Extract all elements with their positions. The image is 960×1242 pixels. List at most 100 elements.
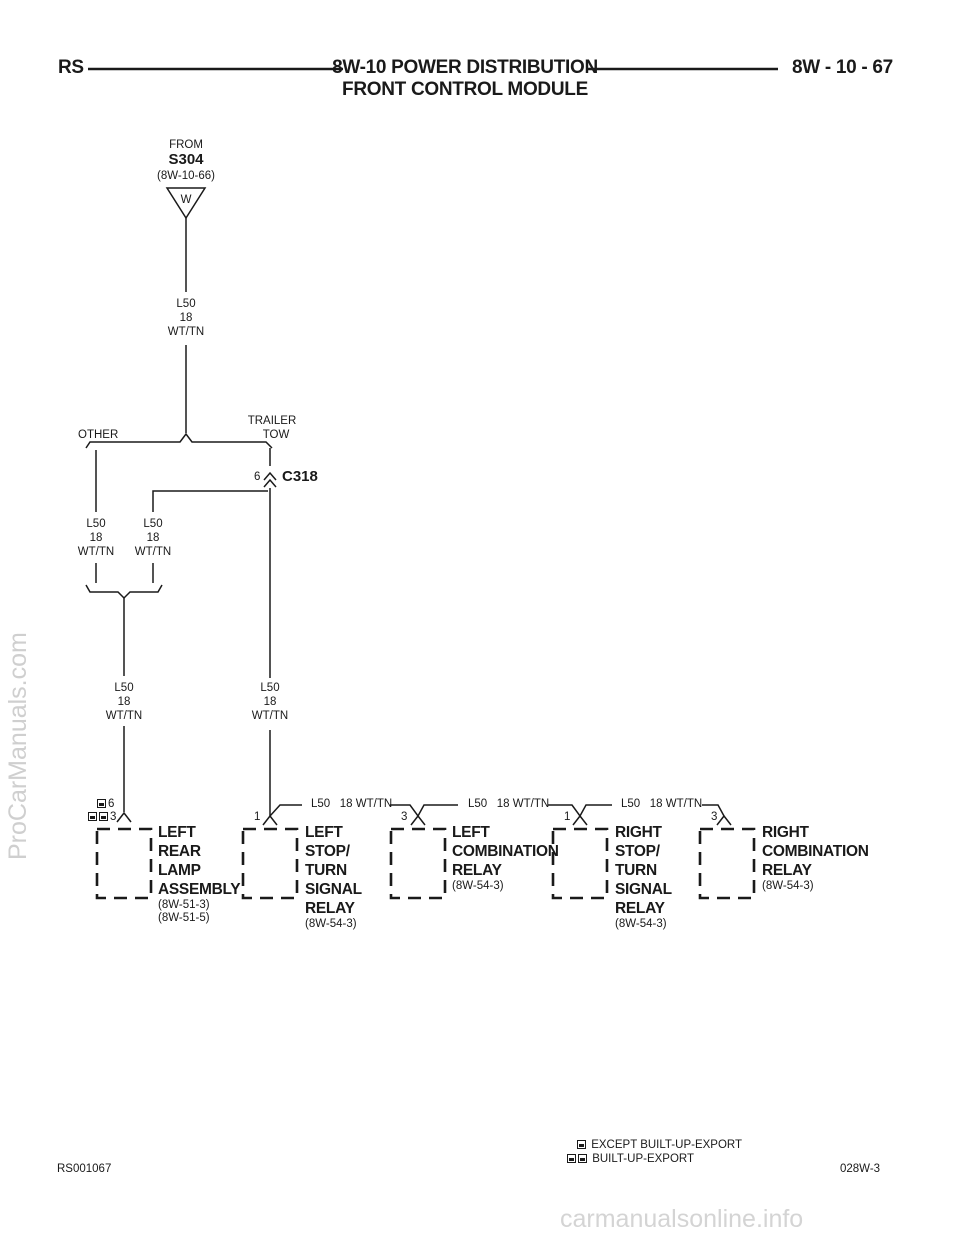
export-marker-icon: [567, 1154, 576, 1164]
component-box-rst: [551, 827, 609, 900]
export-marker-icon: [97, 799, 106, 809]
connector-c318-bottom: [263, 478, 277, 488]
wire-h3-right: [702, 804, 725, 817]
component-name-line: SIGNAL: [615, 881, 672, 898]
wire-label-left-a: L50 18 WT/TN: [66, 517, 126, 559]
wire-circuit: L50: [86, 518, 106, 530]
export-marker-icon: [577, 1140, 586, 1150]
wire-circuit: L50: [114, 682, 134, 694]
component-box-lst: [241, 827, 299, 900]
legend-text: EXCEPT BUILT-UP-EXPORT: [591, 1139, 743, 1151]
wire-gauge: 18: [146, 532, 160, 544]
component-name-line: STOP/: [615, 843, 660, 860]
component-ref: (8W-54-3): [615, 918, 667, 930]
component-name-line: TURN: [305, 862, 347, 879]
splice-triangle: [165, 187, 207, 220]
merge-bar: [85, 584, 163, 600]
component-ref: (8W-54-3): [452, 880, 504, 892]
component-box-rcr: [698, 827, 756, 900]
footer-left-code: RS001067: [57, 1163, 112, 1175]
terminal-rst: [572, 814, 588, 826]
splice-terminal: W: [180, 194, 192, 206]
wire-color: WT/TN: [251, 710, 289, 722]
component-box-lrl: [95, 827, 153, 900]
pin-lst: 1: [254, 811, 261, 823]
wire-label-h1: L50 18 WT/TN: [311, 797, 392, 811]
branch-trailer-label: TRAILER: [247, 415, 297, 427]
terminal-rcr: [716, 814, 732, 826]
connector-id: C318: [282, 468, 318, 485]
pin-number: 3: [110, 811, 117, 823]
branch-other-label: OTHER: [78, 429, 119, 441]
legend-item-except-export: EXCEPT BUILT-UP-EXPORT: [577, 1138, 742, 1152]
wire-circuit: L50: [260, 682, 280, 694]
wire-circuit: L50: [176, 298, 196, 310]
component-ref: (8W-54-3): [762, 880, 814, 892]
wire-gauge: 18: [179, 312, 193, 324]
side-watermark: ProCarManuals.com: [4, 632, 32, 860]
wire-label-right-c: L50 18 WT/TN: [240, 681, 300, 723]
terminal-lcr: [410, 814, 426, 826]
pin-lrl-a: 6: [97, 797, 114, 811]
wire-spec: 18 WT/TN: [496, 798, 550, 810]
component-name-line: LEFT: [452, 824, 490, 841]
component-name-line: RELAY: [762, 862, 812, 879]
wire-color: WT/TN: [105, 710, 143, 722]
wire-spec: 18 WT/TN: [339, 798, 393, 810]
component-ref: (8W-51-5): [158, 912, 210, 924]
connector-c318-top: [263, 471, 277, 481]
component-name-line: RELAY: [615, 900, 665, 917]
wire-label-left-b: L50 18 WT/TN: [123, 517, 183, 559]
component-right-stop-turn-relay: RIGHT STOP/TURN SIGNAL RELAY (8W-54-3): [615, 823, 672, 931]
from-label: FROM: [169, 139, 203, 151]
export-marker-icon: [88, 812, 97, 822]
wire-circuit: L50: [311, 798, 331, 810]
component-name-line: SIGNAL: [305, 881, 362, 898]
wire-circuit: L50: [468, 798, 488, 810]
pin-number: 6: [108, 798, 115, 810]
wire-label-left-c: L50 18 WT/TN: [94, 681, 154, 723]
export-marker-icon: [578, 1154, 587, 1164]
wire-circuit: L50: [143, 518, 163, 530]
wire-label-h2: L50 18 WT/TN: [468, 797, 549, 811]
wire-spec: 18 WT/TN: [649, 798, 703, 810]
component-name-line: RELAY: [305, 900, 355, 917]
wire-label-main: L50 18 WT/TN: [156, 297, 216, 339]
legend-text: BUILT-UP-EXPORT: [592, 1153, 695, 1165]
component-ref: (8W-51-3): [158, 899, 210, 911]
bottom-watermark: carmanualsonline.info: [560, 1205, 804, 1233]
terminal-lst: [262, 814, 278, 826]
footer-right-code: 028W-3: [840, 1163, 881, 1175]
component-left-combination-relay: LEFT COMBINATION RELAY (8W-54-3): [452, 823, 559, 893]
component-name-line: STOP/: [305, 843, 350, 860]
wire-color: WT/TN: [77, 546, 115, 558]
wire-h2-right: [548, 804, 612, 818]
component-name-line: TURN: [615, 862, 657, 879]
branch-tow-label: TOW: [262, 429, 290, 441]
wire-h1-left: [269, 804, 302, 817]
component-name-line: LEFT: [158, 824, 196, 841]
wire-label-h3: L50 18 WT/TN: [621, 797, 702, 811]
component-name-line: LAMP: [158, 862, 201, 879]
export-marker-icon: [99, 812, 108, 822]
pin-lrl-b: 3: [88, 810, 116, 824]
legend-item-export: BUILT-UP-EXPORT: [567, 1152, 694, 1166]
connector-pin: 6: [254, 471, 261, 483]
branch-bar: [85, 432, 273, 449]
component-ref: (8W-54-3): [305, 918, 357, 930]
wire-color: WT/TN: [134, 546, 172, 558]
component-name-line: REAR: [158, 843, 201, 860]
component-box-lcr: [389, 827, 447, 900]
terminal-lrl: [116, 811, 132, 823]
component-name-line: RIGHT: [615, 824, 662, 841]
wire-gauge: 18: [117, 696, 131, 708]
splice-reference: (8W-10-66): [157, 170, 215, 182]
component-name-line: RELAY: [452, 862, 502, 879]
wire-circuit: L50: [621, 798, 641, 810]
component-name-line: COMBINATION: [452, 843, 559, 860]
wire-gauge: 18: [263, 696, 277, 708]
